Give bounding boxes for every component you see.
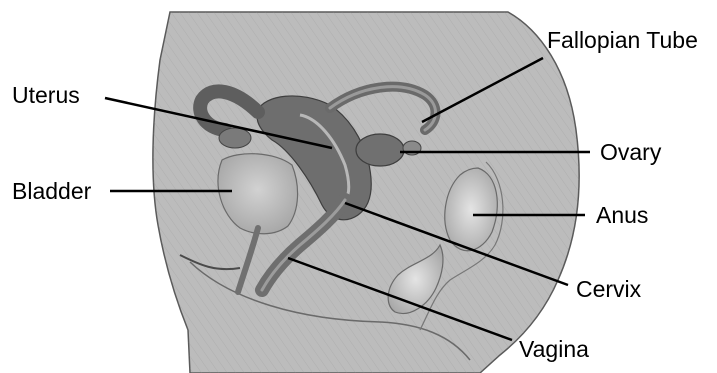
ovary-shape: [356, 134, 404, 166]
left-ovary: [219, 128, 251, 148]
cervix-label: Cervix: [576, 278, 641, 301]
vagina-label: Vagina: [519, 338, 589, 361]
bladder-label: Bladder: [12, 180, 91, 203]
ovary-label: Ovary: [600, 141, 661, 164]
fallopian-tube-label: Fallopian Tube: [547, 29, 698, 52]
anus-label: Anus: [596, 204, 648, 227]
uterus-label: Uterus: [12, 84, 80, 107]
